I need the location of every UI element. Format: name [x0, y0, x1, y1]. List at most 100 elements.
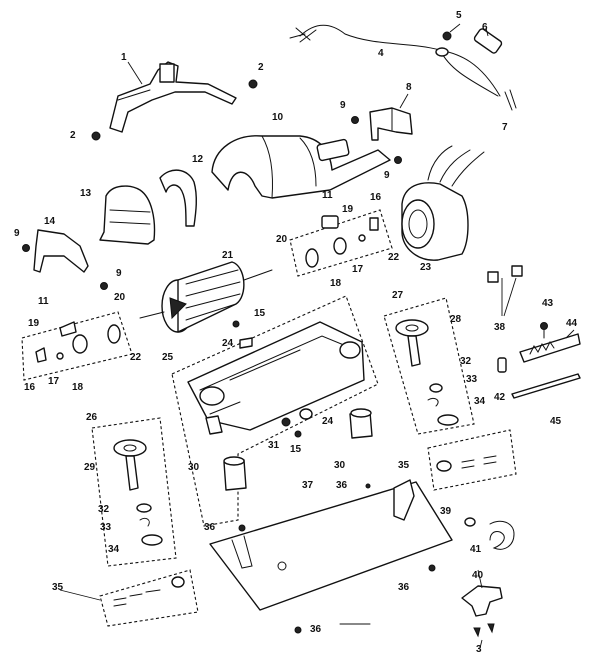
- part-39-nut: [464, 517, 476, 527]
- part-13-fan-guard: [99, 185, 156, 245]
- label-33b: 33: [100, 522, 112, 533]
- part-12-shield: [159, 169, 197, 227]
- label-41: 41: [470, 544, 482, 555]
- part-5-screw: [442, 31, 452, 41]
- label-9a: 9: [340, 100, 346, 111]
- label-24a: 24: [222, 338, 234, 349]
- part-23-stator-field: [401, 145, 485, 261]
- part-2-screw: [91, 79, 258, 141]
- label-40: 40: [472, 570, 484, 581]
- label-39: 39: [440, 506, 452, 517]
- label-13: 13: [80, 188, 92, 199]
- label-34b: 34: [108, 544, 120, 555]
- label-11a: 11: [322, 190, 333, 201]
- part-14-bracket: [33, 229, 89, 273]
- label-42: 42: [494, 392, 506, 403]
- part-27-gear-assembly-box: [383, 297, 475, 435]
- label-7: 7: [502, 122, 508, 133]
- part-42-plug: [497, 357, 507, 373]
- label-29: 29: [84, 462, 96, 473]
- brush-parts-left: [35, 321, 121, 363]
- label-20b: 20: [114, 292, 126, 303]
- part-8-switch-bracket: [369, 107, 413, 141]
- label-11b: 11: [38, 296, 49, 307]
- label-44: 44: [566, 318, 578, 329]
- label-43: 43: [542, 298, 554, 309]
- label-22b: 22: [130, 352, 142, 363]
- part-30-bearing: [223, 408, 373, 491]
- label-8: 8: [406, 82, 412, 93]
- label-31: 31: [268, 440, 280, 451]
- label-23: 23: [420, 262, 432, 273]
- label-10: 10: [272, 112, 284, 123]
- label-16b: 16: [24, 382, 36, 393]
- label-34a: 34: [474, 396, 486, 407]
- label-17a: 17: [352, 264, 364, 275]
- part-9-screw: [22, 116, 402, 290]
- part-6-sleeve: [473, 28, 503, 54]
- part-1-bracket: [109, 61, 237, 133]
- label-19a: 19: [342, 204, 354, 215]
- part-44-rack: [519, 333, 581, 363]
- label-18a: 18: [330, 278, 342, 289]
- label-16a: 16: [370, 192, 382, 203]
- label-27: 27: [392, 290, 404, 301]
- label-9c: 9: [14, 228, 20, 239]
- part-22-brush-assembly-box: [21, 209, 393, 381]
- part-21-armature: [139, 261, 273, 333]
- label-30b: 30: [334, 460, 346, 471]
- label-9d: 9: [116, 268, 122, 279]
- part-35-parts-box-left: [99, 569, 199, 627]
- label-28: 28: [450, 314, 462, 325]
- label-12: 12: [192, 154, 204, 165]
- label-33a: 33: [466, 374, 478, 385]
- label-22a: 22: [388, 252, 400, 263]
- part-38-clips: [487, 265, 523, 283]
- label-36a: 36: [336, 480, 348, 491]
- part-41-spring-clip: [489, 520, 515, 550]
- label-36b: 36: [204, 522, 216, 533]
- callout-labels: 1 2 2 3 4 5 6 7 8 9 9 9 9 10 11 11 12 13…: [14, 10, 578, 655]
- part-29-gear: [113, 439, 147, 491]
- label-5: 5: [456, 10, 462, 21]
- label-2b: 2: [258, 62, 264, 73]
- part-25-gear-housing: [187, 321, 365, 435]
- label-4: 4: [378, 48, 384, 59]
- label-20a: 20: [276, 234, 288, 245]
- part-40-blade-clamp: [461, 585, 503, 617]
- label-6: 6: [482, 22, 488, 33]
- part-37-base-plate: [209, 479, 453, 634]
- label-2a: 2: [70, 130, 76, 141]
- part-10-motor-housing: [211, 135, 391, 199]
- part-4-power-cord: [289, 24, 501, 97]
- label-26: 26: [86, 412, 98, 423]
- label-36d: 36: [310, 624, 322, 635]
- part-35-parts-box-right: [427, 429, 517, 491]
- label-15a: 15: [254, 308, 266, 319]
- label-9b: 9: [384, 170, 390, 181]
- label-25: 25: [162, 352, 174, 363]
- label-35a: 35: [398, 460, 410, 471]
- part-3-screws: [473, 623, 495, 638]
- parts-32-33-34-right: [427, 383, 459, 426]
- label-3: 3: [476, 644, 482, 655]
- label-38: 38: [494, 322, 506, 333]
- part-43-screw: [540, 322, 548, 339]
- part-25-gear-housing-box: [171, 295, 379, 527]
- parts-32-33-34-left: [136, 503, 163, 546]
- label-24b: 24: [322, 416, 334, 427]
- label-15b: 15: [290, 444, 302, 455]
- brush-parts-right: [305, 215, 379, 268]
- part-45-rod: [511, 373, 581, 399]
- part-26-gear-assembly-box: [91, 417, 177, 567]
- label-30a: 30: [188, 462, 200, 473]
- label-17b: 17: [48, 376, 60, 387]
- label-37: 37: [302, 480, 314, 491]
- label-32b: 32: [98, 504, 110, 515]
- label-18b: 18: [72, 382, 84, 393]
- part-7-terminal: [504, 89, 517, 111]
- part-28-gear: [395, 319, 429, 367]
- label-35b: 35: [52, 582, 64, 593]
- label-14: 14: [44, 216, 56, 227]
